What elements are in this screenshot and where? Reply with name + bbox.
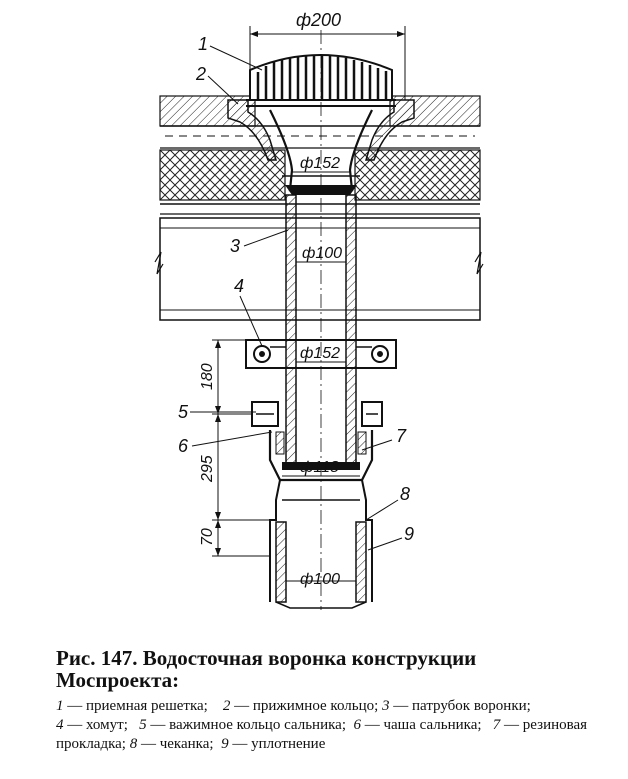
funnel-pipe [285, 30, 357, 610]
callouts: 1 2 3 4 5 6 7 8 9 [178, 34, 414, 551]
legend-item: 2 — прижимное кольцо; [222, 698, 379, 714]
funnel-drawing: ф200 ф152 ф100 ф152 ф118 ф100 180 295 70… [154, 10, 484, 610]
legend-item: 9 — уплотнение [221, 736, 326, 752]
legend-item: 1 — приемная решетка; [56, 698, 208, 714]
internal-dimensions: ф152 ф100 ф152 ф118 ф100 [282, 155, 360, 588]
roof-layers [154, 95, 484, 321]
dim-label-d152-mid: ф152 [300, 345, 340, 362]
legend-item: 5 — важимное кольцо сальника; [139, 717, 346, 733]
callout-1: 1 [198, 34, 208, 54]
dim-label-d118: ф118 [300, 459, 339, 476]
legend-item: 6 — чаша сальника; [353, 717, 482, 733]
legend-item: 3 — патрубок воронки; [382, 698, 531, 714]
callout-5: 5 [178, 402, 189, 422]
dim-label-d100-top: ф100 [302, 245, 342, 262]
callout-8: 8 [400, 484, 410, 504]
dim-label-180: 180 [199, 363, 216, 390]
dimension-d200: ф200 [249, 10, 406, 100]
vertical-dimensions: 180 295 70 [199, 339, 270, 557]
dim-label-d200: ф200 [296, 10, 341, 30]
figure-caption: Рис. 147. Водосточная воронка конструкци… [56, 646, 477, 692]
dim-label-295: 295 [199, 455, 216, 483]
gland [251, 401, 383, 482]
callout-6: 6 [178, 436, 189, 456]
figure-legend: 1 — приемная решетка; 2 — прижимное коль… [56, 697, 596, 754]
dim-label-d100-bottom: ф100 [300, 571, 340, 588]
callout-3: 3 [230, 236, 240, 256]
clamp-ring [227, 99, 415, 161]
callout-2: 2 [195, 64, 206, 84]
dim-label-d152-top: ф152 [300, 155, 340, 172]
legend-item: 7 — резиновая прокладка; [56, 717, 588, 752]
callout-9: 9 [404, 524, 414, 544]
legend-item: 4 — хомут; [56, 717, 128, 733]
clamp [245, 339, 397, 369]
callout-4: 4 [234, 276, 244, 296]
callout-7: 7 [396, 426, 407, 446]
receiving-grate [246, 54, 396, 107]
dim-label-70: 70 [199, 528, 216, 546]
legend-item: 8 — чеканка; [129, 736, 214, 752]
